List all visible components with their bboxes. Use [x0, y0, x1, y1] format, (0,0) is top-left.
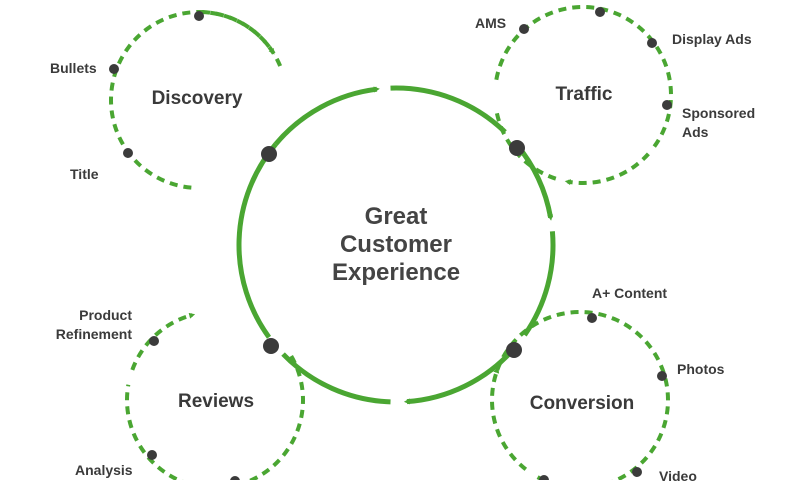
item-label-photos: Photos [677, 361, 725, 377]
item-label-product-refinement: Product Refinement [55, 307, 132, 342]
conversion-node-video [632, 467, 642, 477]
reviews-node-analysis [147, 450, 157, 460]
main-node-discovery [261, 146, 277, 162]
discovery-node-bullets [109, 64, 119, 74]
center-line: Experience [331, 259, 461, 286]
item-label-title: Title [70, 166, 99, 182]
main-arc-conversion-to-reviews [403, 348, 515, 405]
main-node-conversion [506, 342, 522, 358]
main-arc-top-right [390, 85, 507, 134]
item-label-ams: AMS [475, 15, 507, 31]
stage-title-discovery: Discovery [151, 88, 243, 109]
nodes [109, 7, 672, 480]
main-arc-left [236, 142, 278, 339]
traffic-node-display-ads [647, 38, 657, 48]
traffic-dashed-arrow [564, 152, 650, 186]
conversion-node-a-plus [587, 313, 597, 323]
item-label-analysis: Analysis [75, 462, 133, 478]
item-label-video: Video [659, 468, 697, 484]
reviews-node [230, 476, 240, 480]
discovery-node-title [123, 148, 133, 158]
stage-title-conversion: Conversion [529, 393, 635, 414]
traffic-node-ams [519, 24, 529, 34]
item-label-sponsored-ads: Sponsored Ads [682, 105, 756, 140]
main-node-reviews [263, 338, 279, 354]
traffic-node [595, 7, 605, 17]
main-node-traffic [509, 140, 525, 156]
discovery-node [194, 11, 204, 21]
stage-title-reviews: Reviews [177, 391, 255, 412]
conversion-dashed-arc [495, 310, 670, 480]
center-line: Great [364, 203, 428, 230]
discovery-dashed-arrow [201, 10, 275, 55]
reviews-dashed-arrow [130, 312, 196, 371]
traffic-dashed-left [494, 109, 557, 181]
conversion-dashed-arrow [490, 367, 528, 471]
center-line: Customer [339, 231, 453, 258]
conversion-node-photos [657, 371, 667, 381]
stage-title-traffic: Traffic [555, 84, 613, 105]
main-arc-discovery-to-traffic [273, 86, 380, 146]
reviews-node-product-refinement [149, 336, 159, 346]
item-label-a-plus-content: A+ Content [592, 285, 668, 301]
reviews-dashed-arc [125, 355, 305, 480]
item-label-display-ads: Display Ads [672, 31, 752, 47]
center-title: Great Customer Experience [332, 203, 460, 287]
item-label-bullets: Bullets [50, 60, 97, 76]
main-arc-bottom-left [281, 352, 391, 405]
traffic-node-sponsored-ads [662, 100, 672, 110]
conversion-node [539, 475, 549, 480]
